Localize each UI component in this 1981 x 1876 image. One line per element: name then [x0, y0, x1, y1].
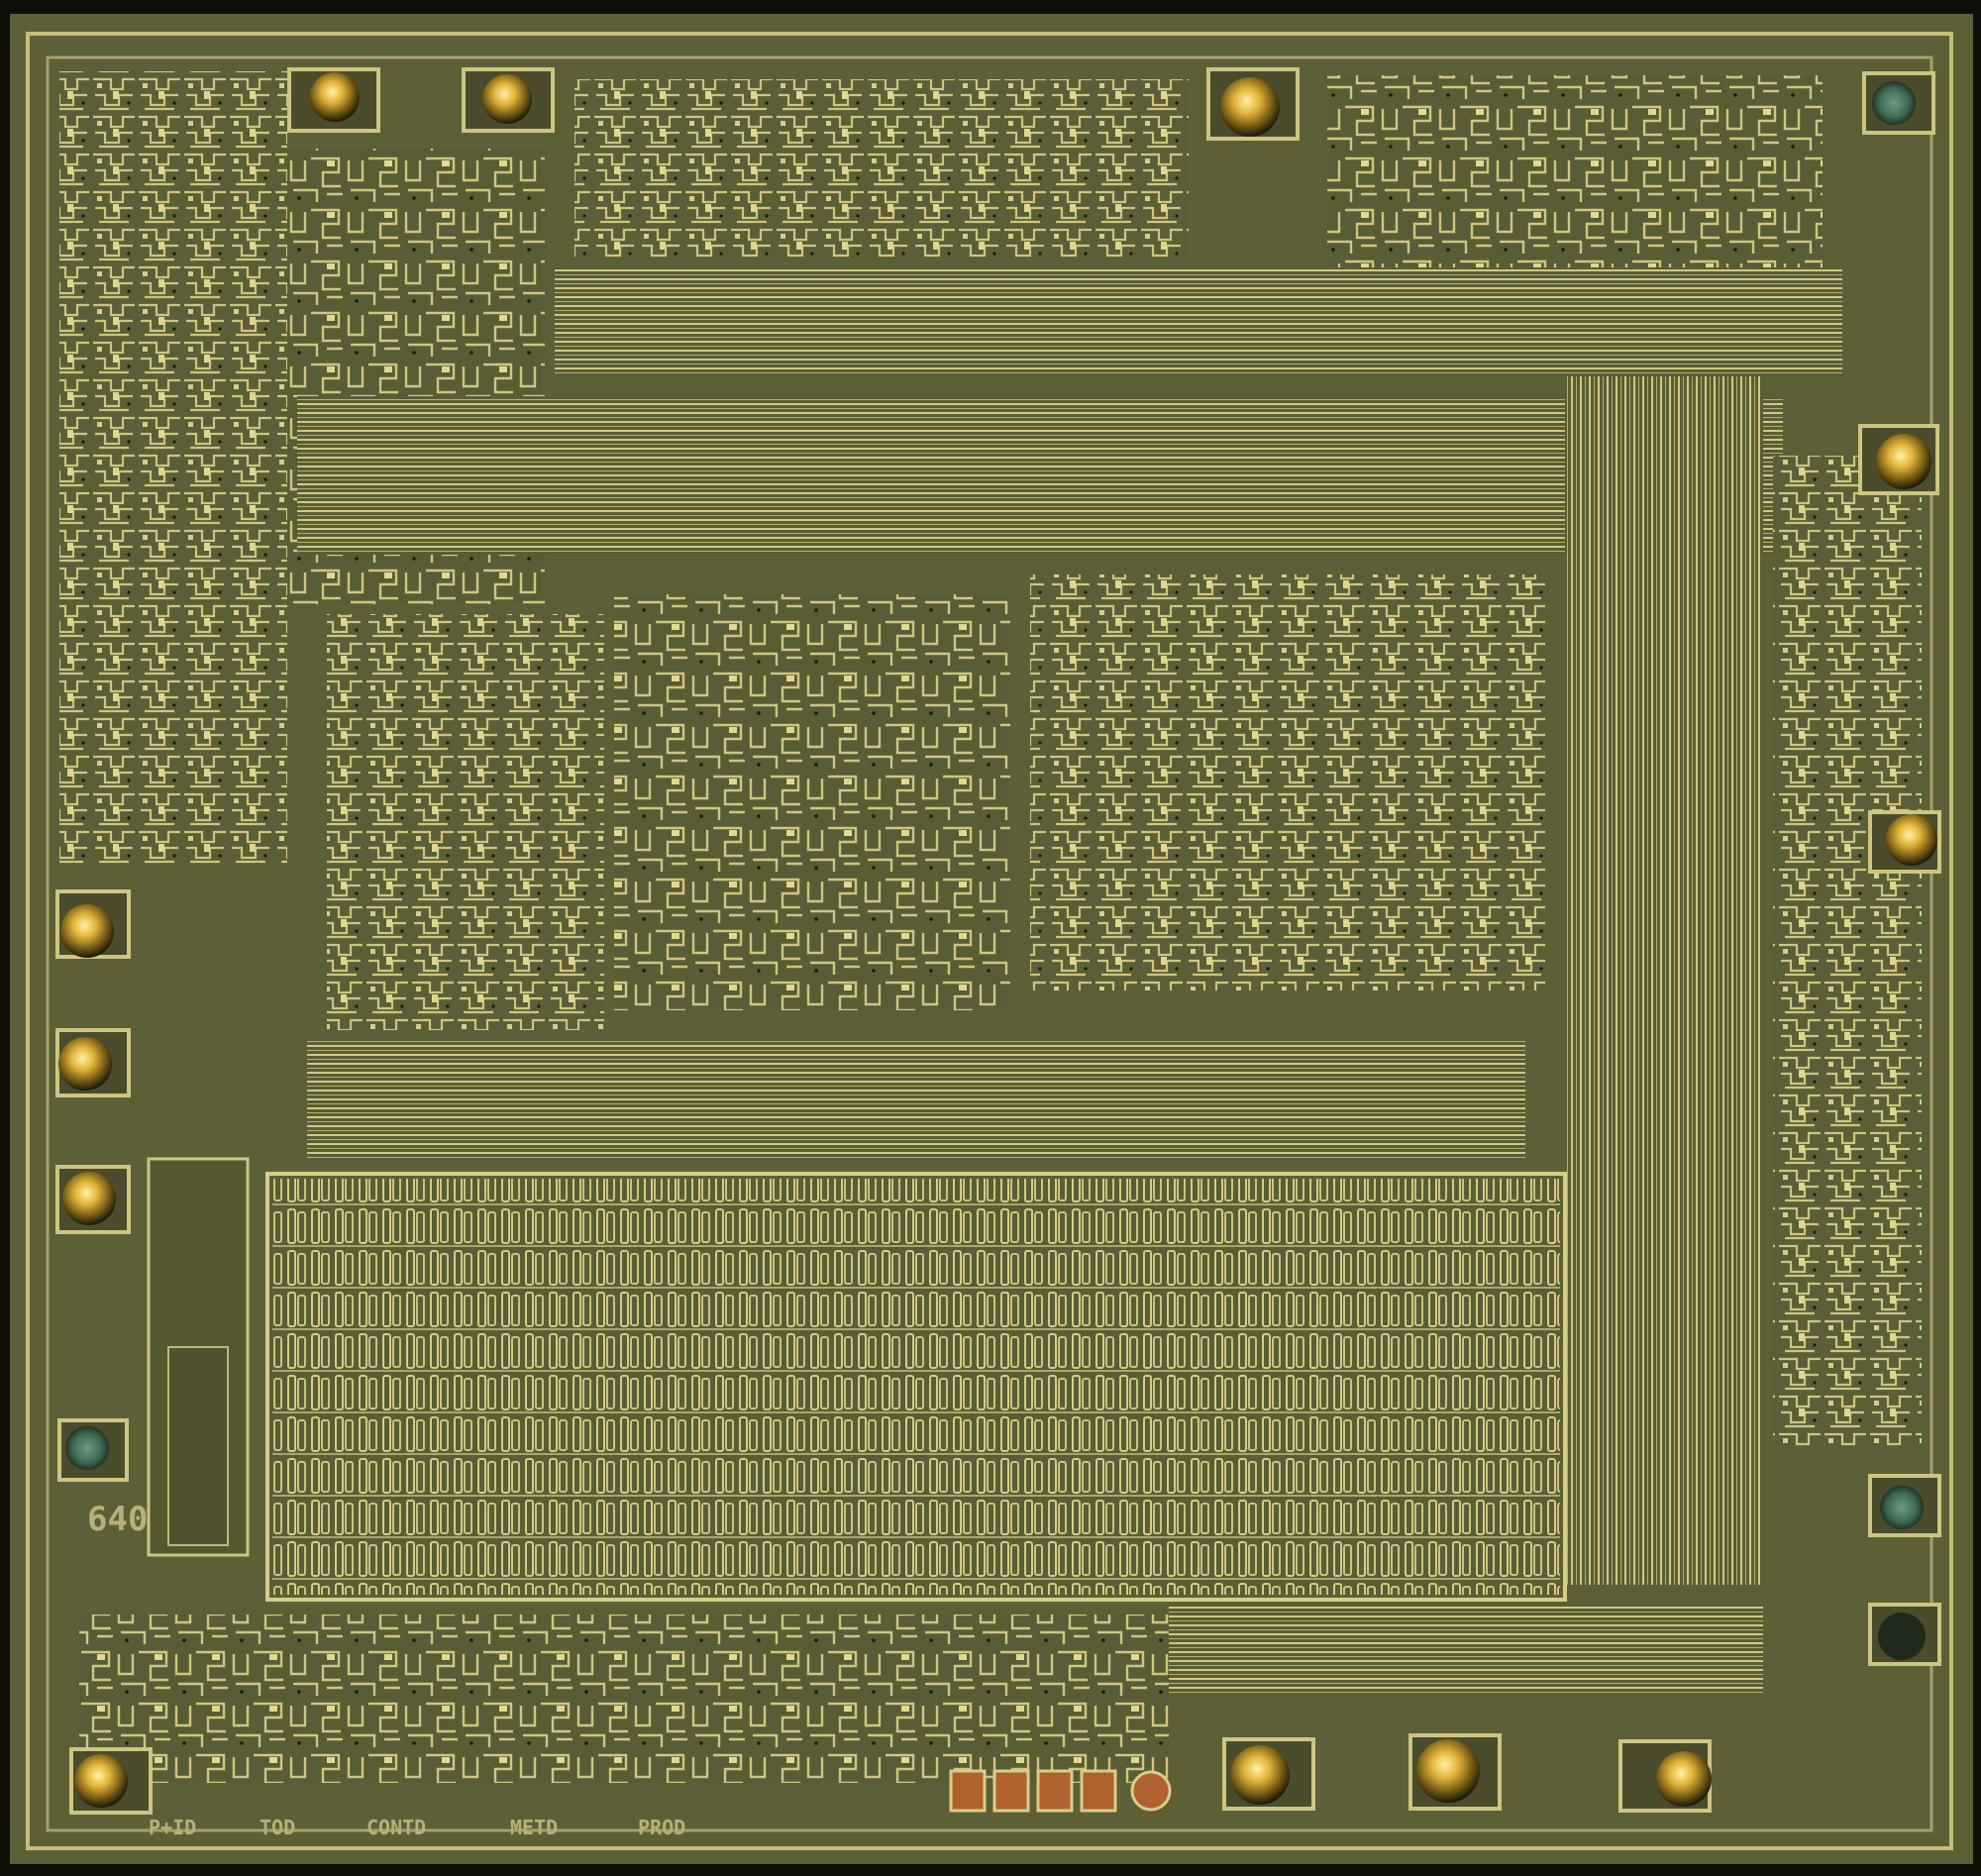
bond-pad-dark: [1878, 1613, 1926, 1660]
logic-block-top-left: [59, 71, 287, 864]
bond-pad: [74, 1754, 128, 1808]
logic-block-center-right: [1030, 574, 1545, 990]
bond-pad-teal: [65, 1426, 109, 1470]
bond-pad: [482, 74, 532, 124]
memory-array-frame: [265, 1172, 1567, 1602]
logic-block-top: [574, 79, 1189, 258]
memory-array: [272, 1179, 1560, 1595]
left-block-lower-2: [167, 1346, 229, 1546]
test-pads: [949, 1769, 1172, 1813]
register-block-top-right: [1327, 75, 1823, 303]
bond-pad: [1876, 434, 1931, 489]
logic-block-bottom-right: [1169, 1605, 1763, 1694]
bus-right-vertical: [1565, 376, 1763, 1585]
mask-label-5: PROD: [638, 1816, 685, 1839]
bus-top-horizontal: [555, 267, 1842, 376]
bond-pad: [60, 904, 114, 958]
bond-pad: [1230, 1745, 1290, 1805]
mask-label-4: METD: [510, 1816, 558, 1839]
logic-block-right-edge: [1773, 456, 1922, 1446]
bond-pad: [1656, 1751, 1712, 1807]
test-pad: [1080, 1769, 1117, 1813]
bond-pad: [1220, 77, 1280, 137]
logic-block-bottom: [79, 1615, 1169, 1783]
bond-pad-teal: [1880, 1486, 1924, 1529]
bus-above-array: [307, 1040, 1525, 1159]
die-inner-border: [26, 32, 1953, 1850]
bond-pad: [1416, 1739, 1480, 1803]
bond-pads: [55, 67, 1941, 1815]
die-outer-ring: [46, 55, 1933, 1832]
bond-pad: [310, 72, 360, 122]
mask-layer-label: P+ID TOD CONTD METD PROD: [149, 1816, 685, 1839]
mask-label-2: TOD: [260, 1816, 295, 1839]
bond-pad: [62, 1172, 116, 1225]
logic-block-center-left: [327, 614, 604, 1030]
die-marking: 640: [87, 1500, 148, 1539]
bond-pad: [58, 1037, 112, 1091]
test-pad: [1036, 1769, 1074, 1813]
test-pad-round: [1130, 1770, 1172, 1812]
bond-pad: [1886, 814, 1937, 866]
bond-pad-teal: [1872, 81, 1916, 125]
bus-mid-horizontal: [297, 396, 1783, 555]
mask-label-3: CONTD: [366, 1816, 426, 1839]
test-pad: [992, 1769, 1030, 1813]
mask-label-1: P+ID: [149, 1816, 196, 1839]
logic-block-center: [614, 594, 1010, 1010]
test-pad: [949, 1769, 987, 1813]
